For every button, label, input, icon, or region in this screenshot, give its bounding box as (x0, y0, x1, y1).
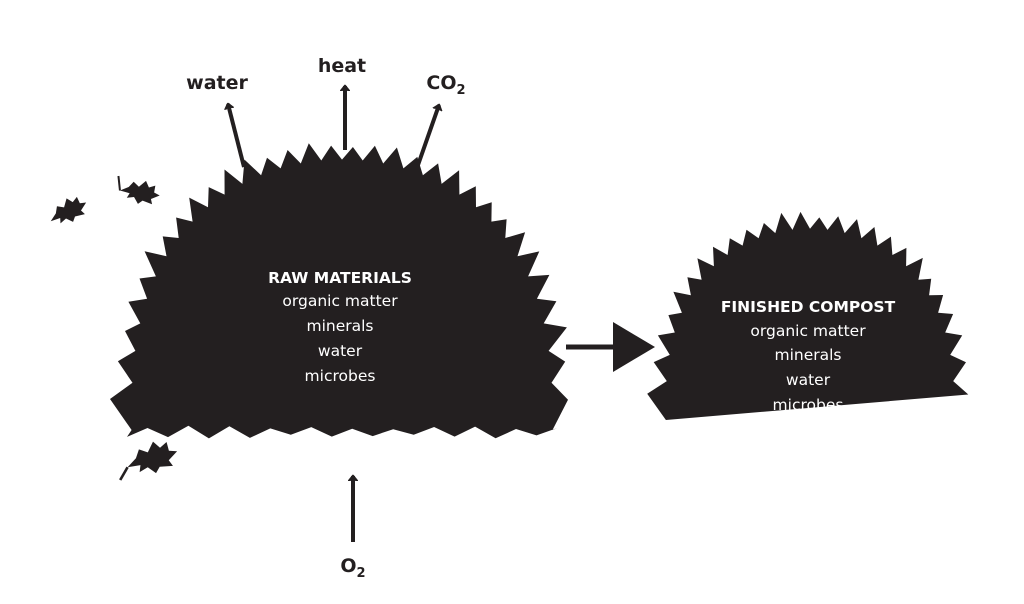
co2-label: CO2 (426, 72, 465, 98)
leaf-icon (117, 175, 160, 205)
leaf-icon (119, 441, 178, 481)
raw-pile-item: minerals (306, 317, 373, 335)
finished-compost-pile (647, 211, 969, 420)
finished-pile-item: microbes (773, 396, 844, 414)
finished-pile-title: FINISHED COMPOST (721, 298, 896, 316)
finished-pile-item: water (786, 371, 831, 389)
co2-label-base: CO (426, 72, 456, 94)
raw-pile-item: organic matter (282, 292, 398, 310)
finished-pile-item: organic matter (750, 322, 866, 340)
finished-pile-item: minerals (774, 346, 841, 364)
raw-pile-item: microbes (305, 367, 376, 385)
o2-label-base: O (340, 555, 356, 577)
raw-materials-pile (110, 143, 568, 439)
heat-label: heat (318, 55, 366, 77)
water-label: water (186, 72, 248, 94)
o2-label-subscript: 2 (357, 566, 366, 581)
raw-pile-title: RAW MATERIALS (268, 269, 412, 287)
water-out-arrow (228, 104, 246, 168)
arrow-right-icon (566, 322, 655, 372)
o2-label: O2 (340, 555, 365, 581)
leaf-icon (50, 196, 87, 224)
raw-pile-item: water (318, 342, 363, 360)
co2-out-arrow (416, 105, 439, 166)
co2-label-subscript: 2 (457, 83, 466, 98)
